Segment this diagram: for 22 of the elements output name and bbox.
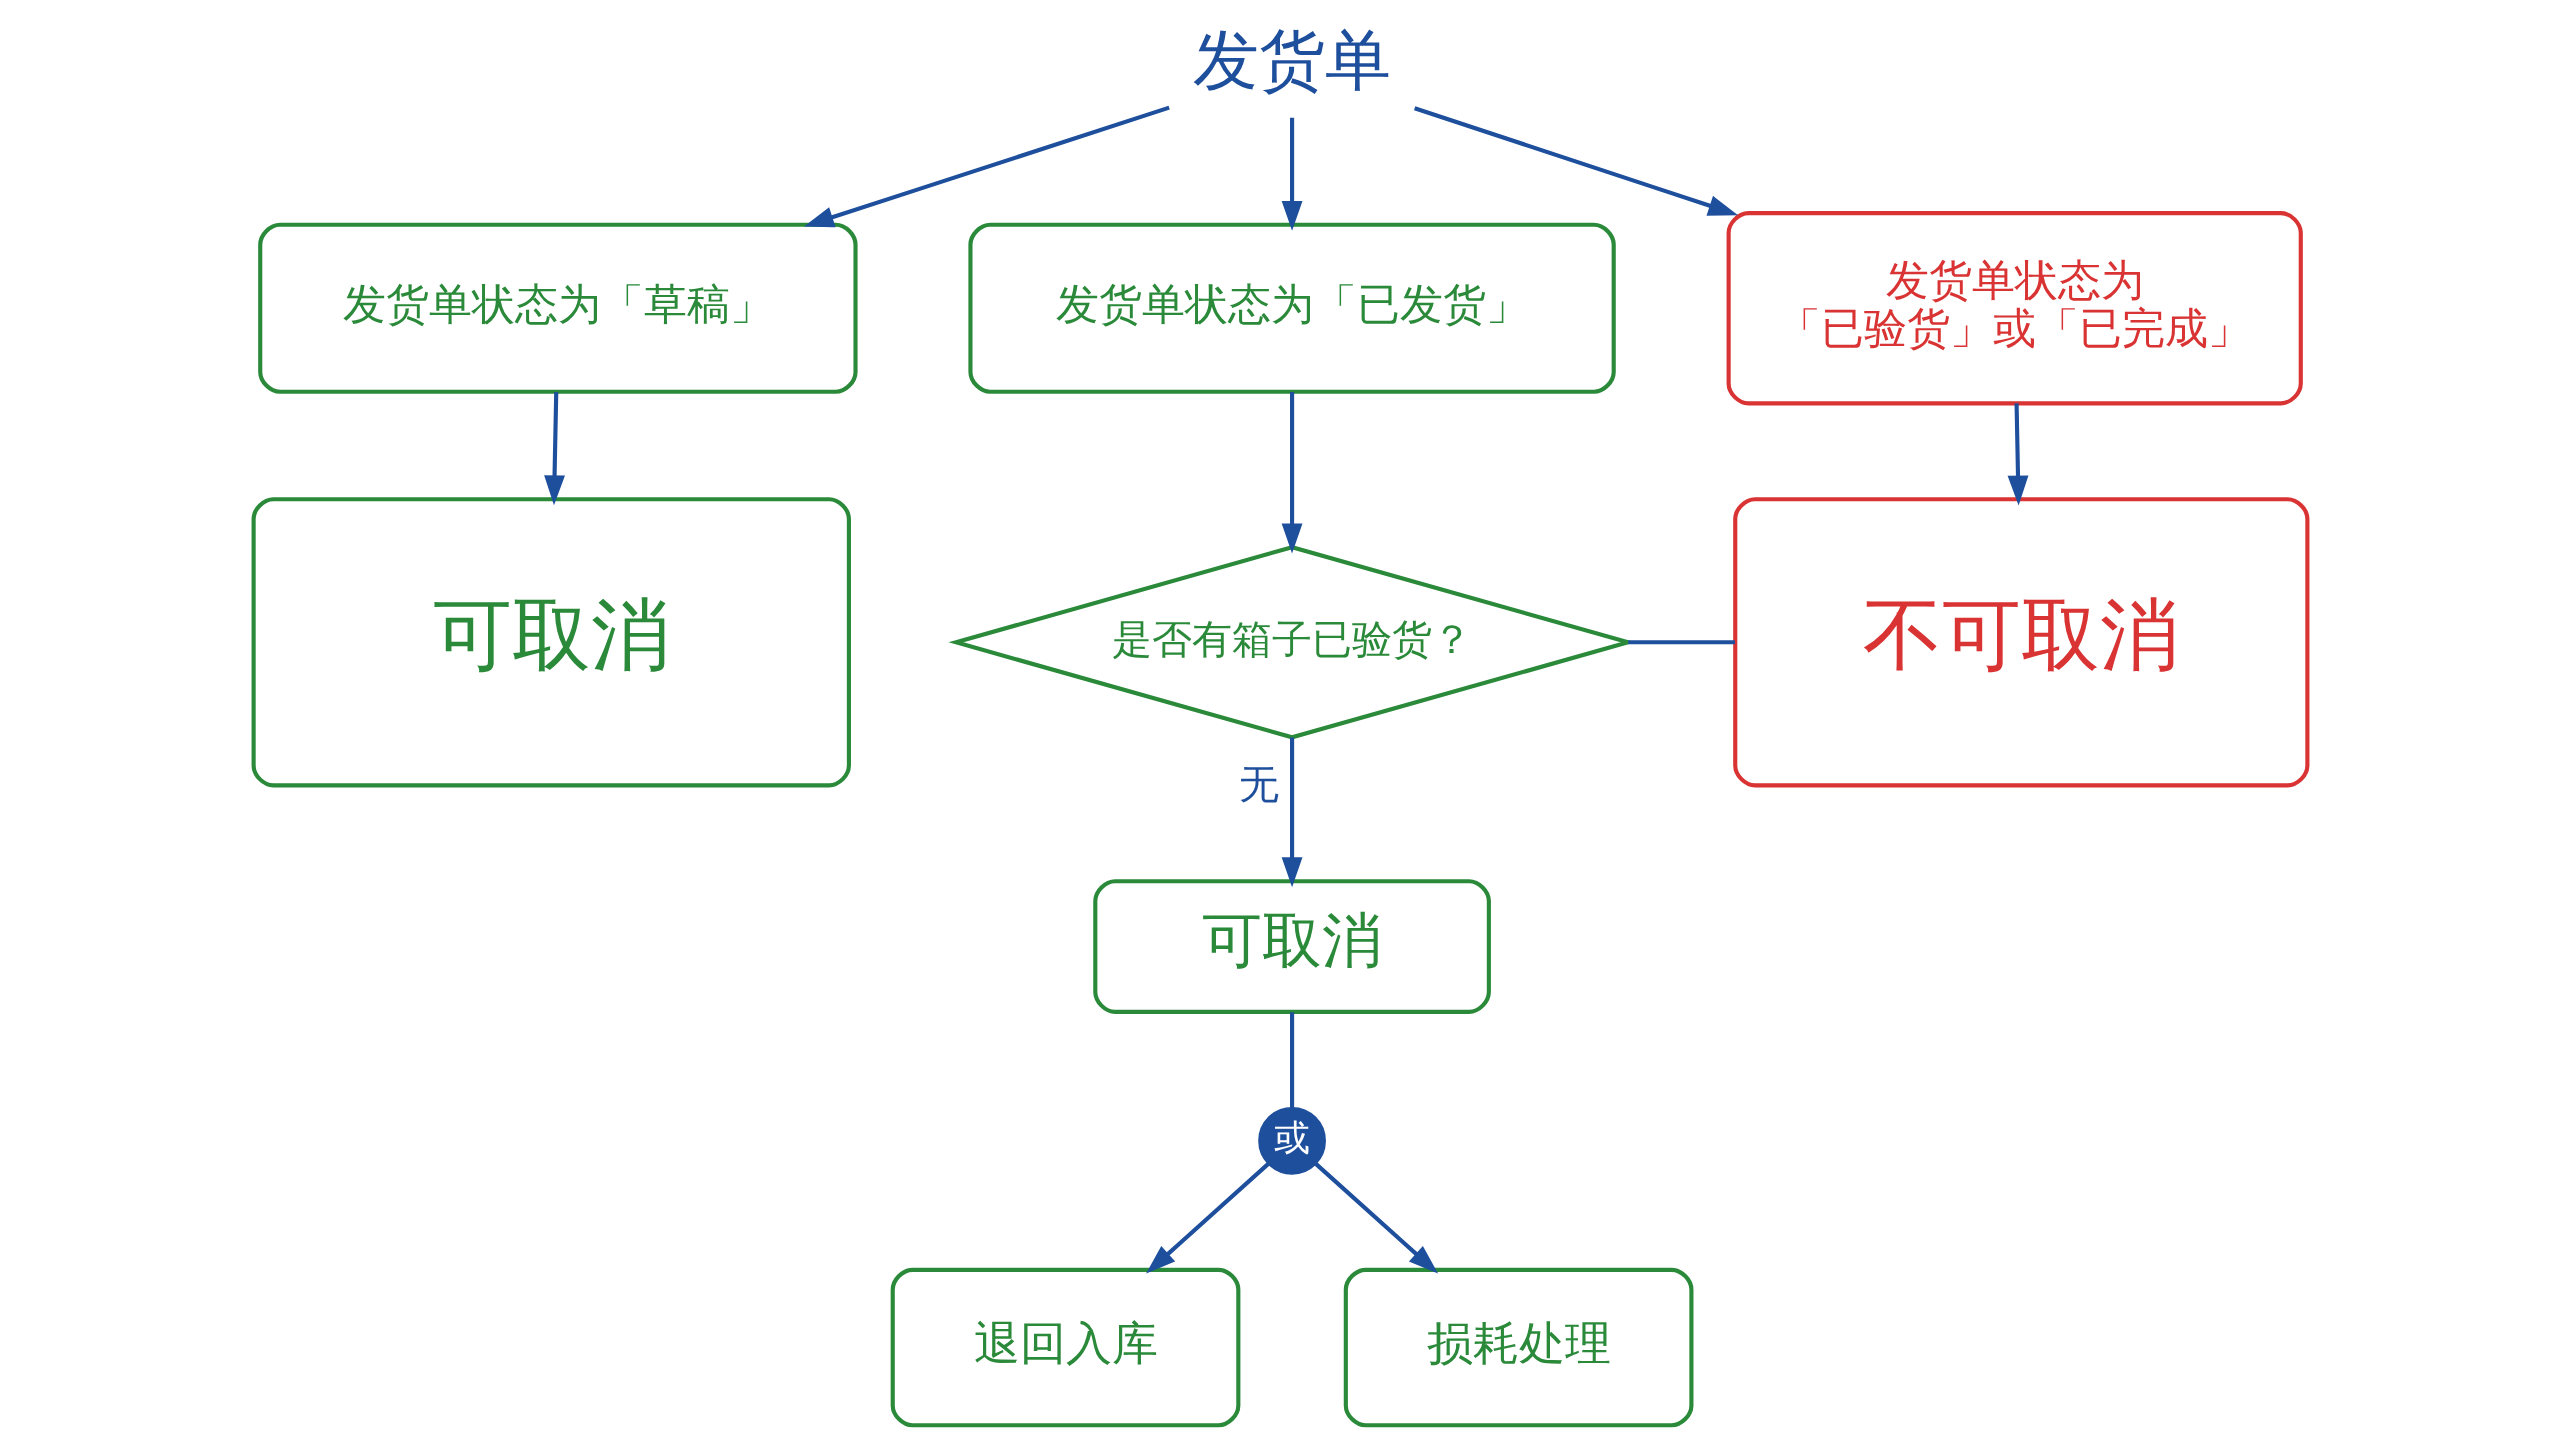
node-box: 不可取消 — [1732, 497, 2309, 788]
arrow — [543, 392, 565, 506]
node-box: 发货单状态为「草稿」 — [257, 222, 858, 394]
arrow — [1145, 1162, 1270, 1274]
arrow — [1413, 106, 1738, 216]
node-box: 退回入库 — [890, 1267, 1240, 1428]
node-box: 发货单状态为「已验货」或「已完成」 — [1726, 211, 2303, 406]
node-text: 发货单 — [1192, 23, 1391, 97]
arrow — [2007, 403, 2028, 506]
connector — [1627, 640, 1735, 645]
node-box: 可取消 — [251, 497, 851, 788]
node-box: 可取消 — [1092, 879, 1491, 1014]
node-box: 损耗处理 — [1343, 1267, 1693, 1428]
arrow — [1281, 117, 1302, 231]
arrow — [1281, 737, 1302, 888]
node-box: 发货单状态为「已发货」 — [967, 222, 1616, 394]
arrow — [1314, 1162, 1438, 1274]
arrow — [803, 105, 1170, 228]
connector — [1289, 1012, 1294, 1108]
arrow — [1281, 392, 1302, 554]
edge-label: 无 — [1238, 761, 1279, 808]
node-circle: 或 — [1257, 1106, 1326, 1175]
